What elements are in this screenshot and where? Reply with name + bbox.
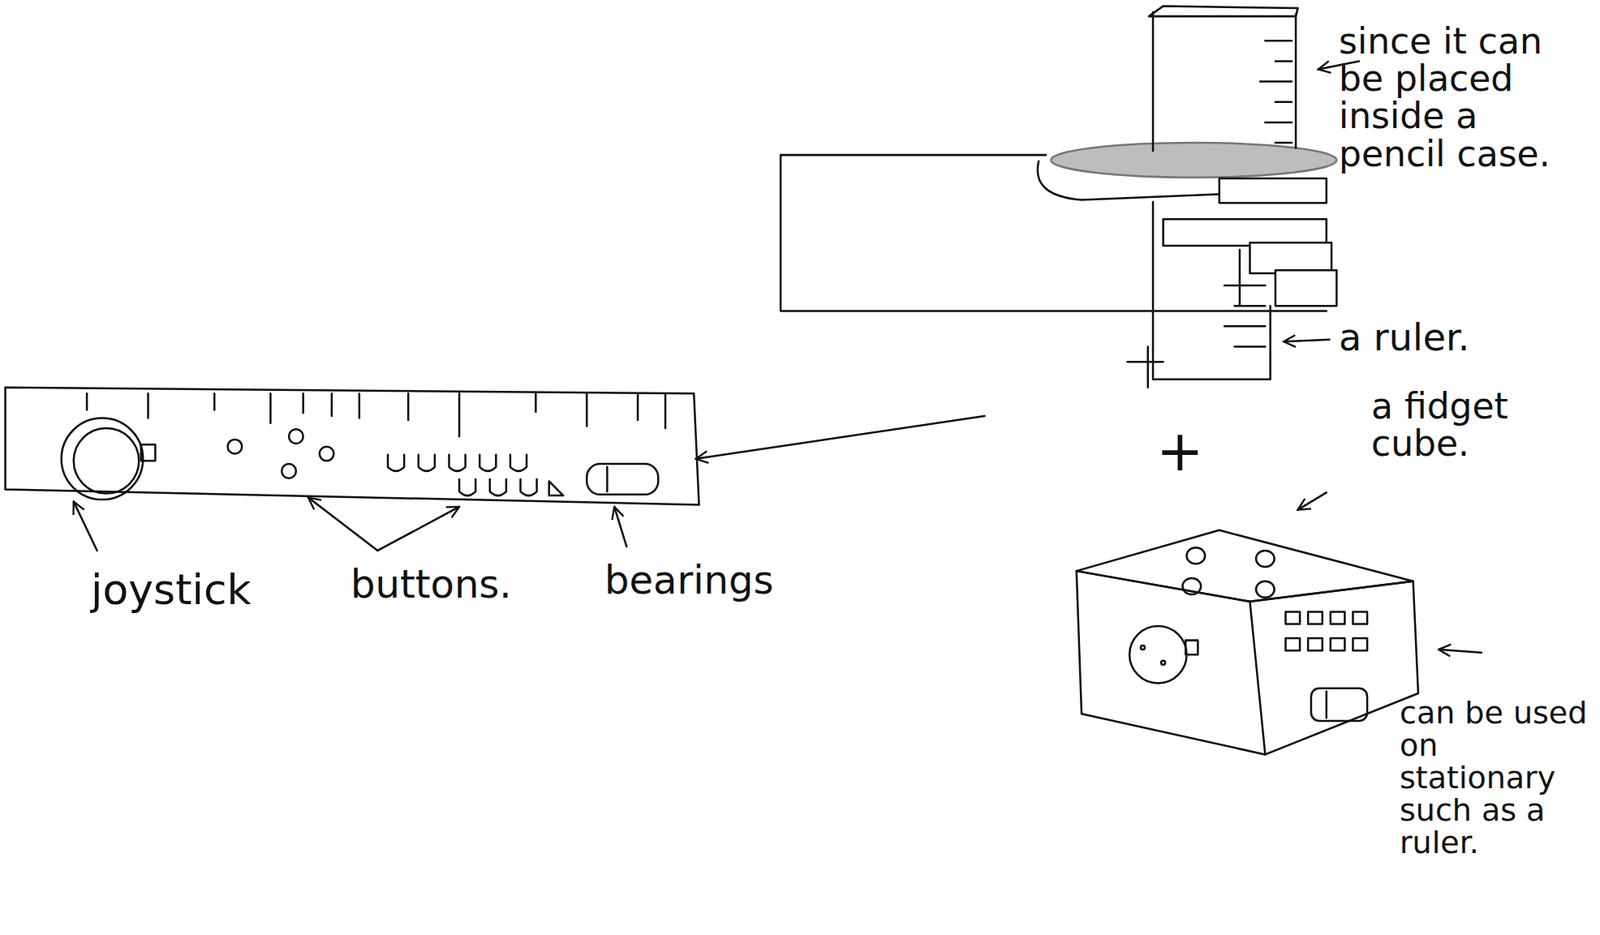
annotation-note: since it can be placed inside a pencil c… xyxy=(1338,22,1558,173)
part-label: buttons. xyxy=(350,563,512,605)
part-label: bearings xyxy=(604,559,774,601)
part-label: joystick xyxy=(90,567,252,613)
leader-arrow xyxy=(73,60,1482,653)
ruler-horizontal xyxy=(5,387,700,506)
annotation-note: can be used on stationary such as a rule… xyxy=(1399,697,1591,860)
fidget-cube xyxy=(1076,530,1419,756)
plus-sign: + xyxy=(1156,421,1205,482)
part-label: a ruler. xyxy=(1338,318,1470,357)
ruler-vertical xyxy=(1127,6,1299,388)
part-label: a fidget cube. xyxy=(1371,387,1554,463)
